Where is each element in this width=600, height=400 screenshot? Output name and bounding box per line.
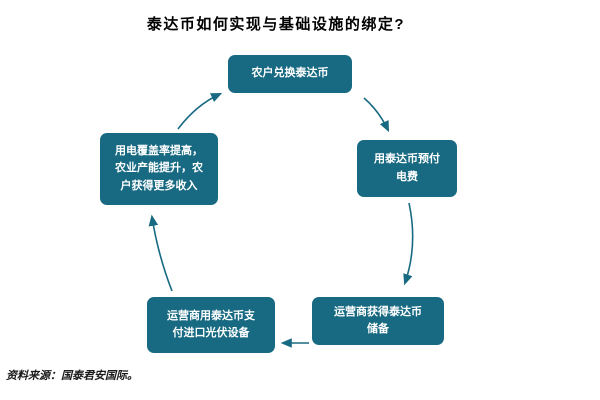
node-label: 运营商用泰达币支付进口光伏设备: [167, 309, 255, 339]
arrow-top-to-right: [363, 97, 390, 133]
node-label: 用泰达币预付电费: [374, 153, 440, 183]
node-label: 用电覆盖率提高，农业产能提升，农户获得更多收入: [115, 145, 203, 192]
node-operator-pays-pv-equipment: 运营商用泰达币支付进口光伏设备: [147, 297, 275, 353]
node-label: 农户兑换泰达币: [251, 67, 329, 80]
node-farmers-exchange-tether: 农户兑换泰达币: [228, 55, 352, 93]
node-label: 运营商获得泰达币储备: [334, 305, 422, 335]
source-note: 资料来源：国泰君安国际。: [6, 370, 138, 382]
arrow-right-to-bottom-right: [403, 202, 414, 286]
node-operator-tether-reserves: 运营商获得泰达币储备: [312, 297, 444, 345]
node-coverage-income-increase: 用电覆盖率提高，农业产能提升，农户获得更多收入: [100, 133, 218, 205]
node-prepay-electricity: 用泰达币预付电费: [357, 140, 457, 197]
arrow-left-to-top: [177, 92, 223, 130]
arrow-bottom-left-to-left: [148, 214, 173, 292]
diagram-title: 泰达币如何实现与基础设施的绑定?: [146, 16, 406, 33]
